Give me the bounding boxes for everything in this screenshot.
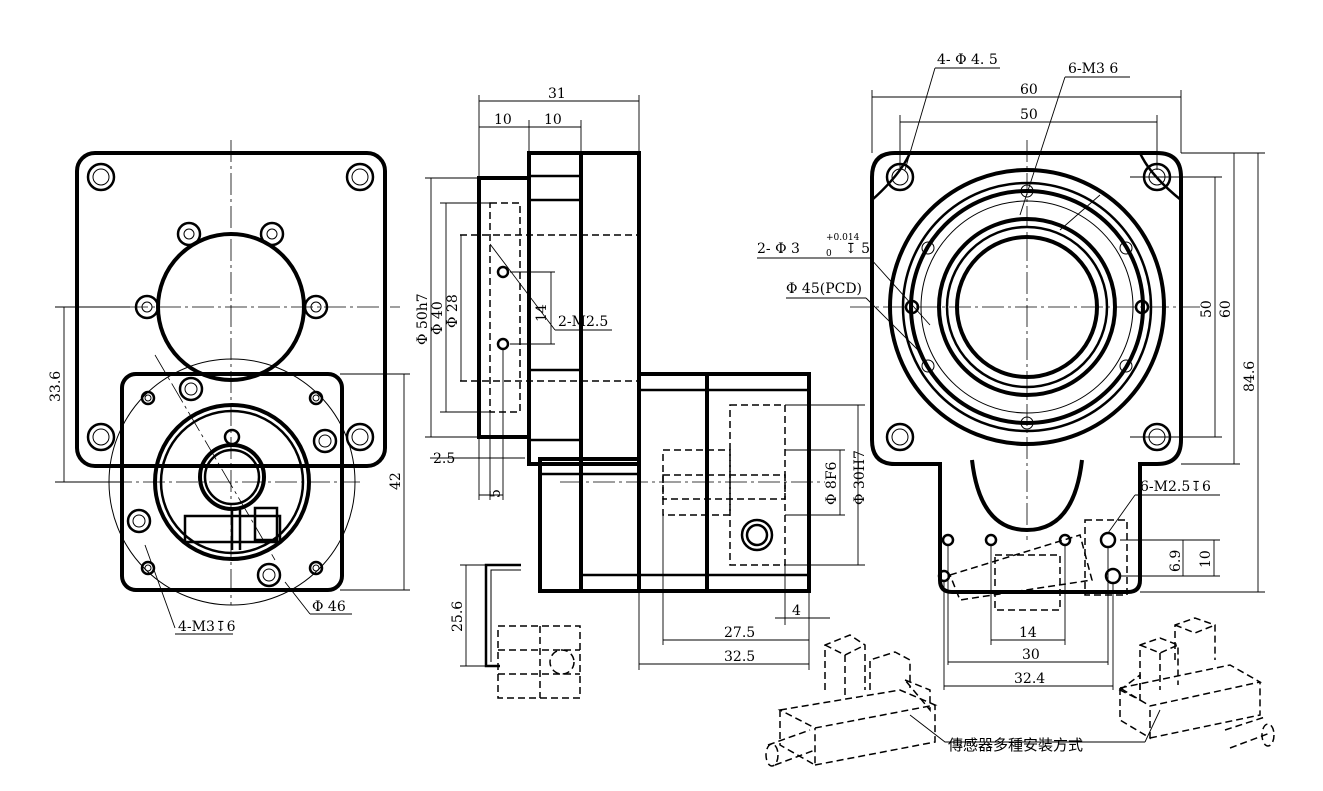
dim-side-10b: 10 (544, 112, 562, 128)
side-view: 31 10 10 Φ 50h7 Φ 40 Φ 28 14 2-M2.5 2.5 … (415, 86, 868, 699)
label-back-holes: 4- Φ 4. 5 (937, 52, 998, 68)
dim-height-33-6: 33.6 (48, 371, 64, 402)
front-corner-holes (86, 162, 375, 452)
sensor-mounting-note: 傳感器多種安裝方式 (948, 736, 1083, 754)
label-back-tol-upper: +0.014 (826, 233, 860, 243)
label-back-threads-top: 6-M3 6 (1068, 61, 1118, 77)
dim-side-10a: 10 (494, 112, 512, 128)
back-view: 60 50 4- Φ 4. 5 6-M3 6 2- Φ 3 +0.014 0 ↧… (757, 52, 1265, 690)
dim-side-40: Φ 40 (430, 301, 446, 335)
back-sensor-holes (937, 531, 1122, 585)
label-back-tol-lower: 0 (826, 249, 832, 259)
dim-back-30: 30 (1022, 647, 1040, 663)
dim-back-60-w: 60 (1020, 82, 1038, 98)
dim-back-6-9: 6.9 (1168, 550, 1184, 572)
label-back-pin-holes: 2- Φ 3 (757, 241, 800, 257)
label-back-pin-depth: ↧ 5 (845, 241, 870, 257)
dim-back-10: 10 (1198, 550, 1214, 568)
dim-side-4: 4 (792, 603, 801, 619)
front-hub-bolts (134, 221, 329, 320)
dim-back-50-w: 50 (1020, 107, 1038, 123)
dim-side-30h7: Φ 30H7 (852, 450, 868, 505)
dim-back-60-h: 60 (1218, 300, 1234, 318)
dim-side-27-5: 27.5 (724, 625, 755, 641)
dim-bracket-25-6: 25.6 (450, 601, 466, 632)
dim-back-14: 14 (1019, 625, 1037, 641)
dim-back-84-6: 84.6 (1242, 361, 1258, 392)
dim-height-42: 42 (388, 472, 404, 490)
dim-back-32-4: 32.4 (1014, 671, 1045, 687)
dim-side-31: 31 (548, 86, 566, 102)
label-front-diameter: Φ 46 (312, 599, 346, 615)
dim-side-32-5: 32.5 (724, 649, 755, 665)
dim-side-8f6: Φ 8F6 (824, 461, 840, 505)
dim-side-28: Φ 28 (445, 294, 461, 328)
dim-side-2-5: 2.5 (433, 451, 455, 467)
back-housing (870, 151, 1183, 594)
sensor-sketch-left (765, 634, 938, 767)
dim-side-50h7: Φ 50h7 (415, 293, 431, 345)
front-view: 33.6 42 4-M3↧6 Φ 46 (48, 140, 410, 635)
front-flange-bolts (126, 376, 338, 588)
label-back-threads-bottom: 6-M2.5↧6 (1140, 479, 1211, 495)
label-back-pcd: Φ 45(PCD) (786, 281, 862, 297)
label-front-threads: 4-M3↧6 (178, 619, 236, 635)
dim-side-5: 5 (488, 489, 504, 498)
label-side-threads: 2-M2.5 (558, 314, 608, 330)
sensor-sketch-right (1117, 617, 1275, 749)
dim-back-50-h: 50 (1199, 300, 1215, 318)
